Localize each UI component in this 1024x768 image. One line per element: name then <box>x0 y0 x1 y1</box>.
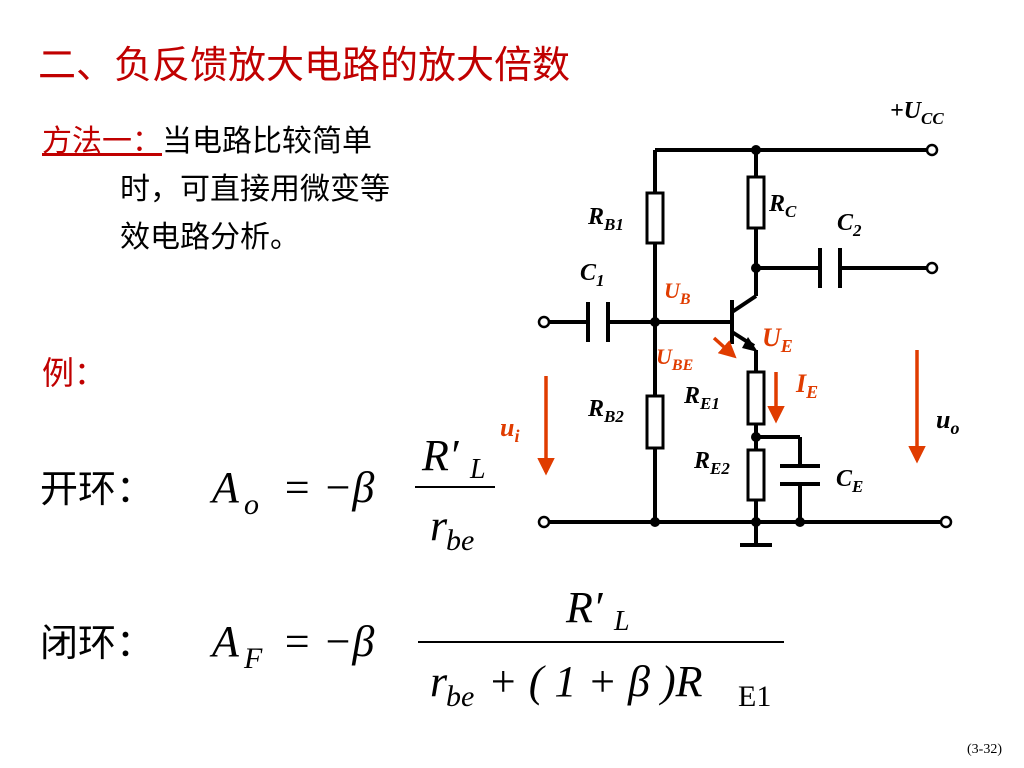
ie-label: IE <box>795 369 818 402</box>
open-num: R′ <box>421 431 460 480</box>
uo-label: uo <box>936 405 959 438</box>
closed-den-1: r <box>430 657 448 706</box>
rc-label: RC <box>768 191 797 221</box>
closed-num-sub: L <box>613 606 630 637</box>
open-eq: = −β <box>282 463 374 512</box>
closed-loop-formula: A F = −β R′ L r be + ( 1 + β )R E1 <box>209 583 784 713</box>
transistor <box>730 294 758 348</box>
resistor-rb1 <box>645 191 665 245</box>
resistor-rb2 <box>645 394 665 450</box>
signal-arrows <box>537 336 926 476</box>
slide-title: 二、负反馈放大电路的放大倍数 <box>38 43 571 87</box>
capacitor-ce <box>780 464 820 486</box>
ue-label: UE <box>762 323 793 356</box>
resistor-re1 <box>746 370 766 426</box>
open-den: r <box>430 501 448 550</box>
method-line-2: 时，可直接用微变等 <box>120 172 390 207</box>
ube-label: UBE <box>656 344 693 374</box>
method-line-1: 当电路比较简单 <box>162 124 372 159</box>
c2-label: C2 <box>837 210 862 240</box>
capacitor-c1 <box>586 302 610 342</box>
terminals <box>537 143 953 529</box>
open-loop-label: 开环： <box>40 467 155 511</box>
re1-label: RE1 <box>683 383 720 413</box>
closed-eq: = −β <box>282 617 374 666</box>
resistor-re2 <box>746 448 766 502</box>
example-label: 例： <box>42 354 107 392</box>
resistor-rc <box>746 175 766 230</box>
ui-label: ui <box>500 413 519 446</box>
rb2-label: RB2 <box>587 396 624 426</box>
method-text: 方法一：当电路比较简单 时，可直接用微变等 效电路分析。 <box>42 118 492 262</box>
page-number: (3-32) <box>967 742 1002 757</box>
closed-loop-label: 闭环： <box>40 621 155 665</box>
closed-lhs-sub: F <box>243 642 263 675</box>
open-lhs: A <box>209 463 240 512</box>
circuit-wires <box>548 148 945 547</box>
open-den-sub: be <box>446 524 474 557</box>
ce-label: CE <box>836 466 863 496</box>
method-label: 方法一： <box>42 124 162 159</box>
vcc-label: +UCC <box>890 98 944 128</box>
capacitor-c2 <box>818 248 842 288</box>
closed-den-1-sub: be <box>446 680 474 713</box>
junction-dots <box>650 145 805 527</box>
closed-num: R′ <box>565 583 604 632</box>
closed-den-2-sub: E1 <box>738 680 771 713</box>
rb1-label: RB1 <box>587 204 624 234</box>
closed-den-2: + ( 1 + β )R <box>488 657 703 706</box>
circuit-signal-labels: UB UBE UE IE ui <box>500 278 818 446</box>
ube-arrow <box>712 336 737 359</box>
open-num-sub: L <box>469 454 486 485</box>
method-line-3: 效电路分析。 <box>120 220 300 255</box>
open-lhs-sub: o <box>244 488 259 521</box>
ub-label: UB <box>664 278 691 308</box>
circuit-labels: +UCC RB1 RB2 RC RE1 RE2 C1 C2 CE uo <box>580 98 959 496</box>
c1-label: C1 <box>580 260 605 290</box>
closed-lhs: A <box>209 617 240 666</box>
emitter-arrow <box>742 337 758 352</box>
re2-label: RE2 <box>693 448 730 478</box>
open-loop-formula: A o = −β R′ L r be <box>209 431 495 557</box>
